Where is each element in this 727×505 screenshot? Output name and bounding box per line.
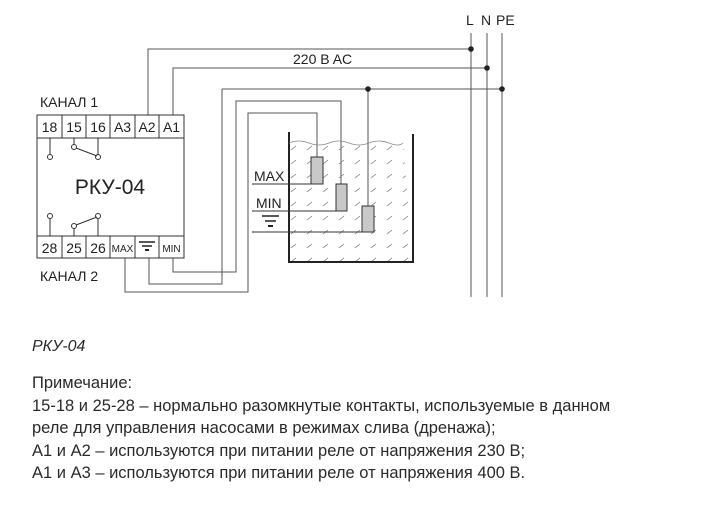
- figure-caption: РКУ-04: [32, 338, 86, 355]
- terminal-25: 25: [66, 240, 82, 256]
- min-electrode: [335, 183, 348, 212]
- relay-rku-04: 18 15 16 A3 A2 A1 28 25 26 MAX MIN: [36, 94, 185, 284]
- terminal-15: 15: [66, 119, 82, 135]
- tank-max-label: MAX: [254, 168, 285, 184]
- channel-1-label: КАНАЛ 1: [40, 94, 98, 110]
- note-line: реле для управления насосами в режимах с…: [32, 419, 496, 437]
- bus-label-l: L: [466, 12, 474, 28]
- note-line: 15-18 и 25-28 – нормально разомкнутые ко…: [32, 396, 611, 415]
- ground-icon: [262, 215, 279, 227]
- relay-contact-symbols: [47, 138, 101, 236]
- terminal-28: 28: [42, 240, 58, 256]
- terminal-a3: A3: [114, 119, 131, 135]
- terminal-a1: A1: [163, 119, 180, 135]
- junction-dots: [365, 46, 505, 92]
- terminal-max: MAX: [112, 244, 134, 255]
- relay-model-label: РКУ-04: [75, 176, 145, 199]
- max-electrode: [310, 156, 324, 185]
- terminal-ground-icon: [139, 241, 155, 251]
- terminal-min: MIN: [162, 244, 180, 255]
- terminal-16: 16: [90, 119, 106, 135]
- tank-min-label: MIN: [256, 195, 282, 211]
- terminal-18: 18: [42, 119, 58, 135]
- common-electrode: [361, 205, 375, 233]
- wiring-diagram: L N PE 220 B AC MAX MIN: [36, 12, 515, 297]
- bus-label-pe: PE: [496, 12, 515, 28]
- bus-labels: L N PE: [466, 12, 515, 28]
- terminal-a2: A2: [138, 119, 155, 135]
- note-line: А1 и А2 – используются при питании реле …: [32, 441, 526, 460]
- tank: MAX MIN: [252, 132, 414, 263]
- bus-label-n: N: [481, 12, 491, 28]
- supply-label: 220 B AC: [293, 51, 352, 67]
- note-title: Примечание:: [32, 374, 133, 392]
- power-buses: [124, 33, 503, 297]
- terminal-26: 26: [90, 240, 106, 256]
- note-line: А1 и А3 – используются при питании реле …: [32, 464, 526, 482]
- channel-2-label: КАНАЛ 2: [40, 268, 98, 284]
